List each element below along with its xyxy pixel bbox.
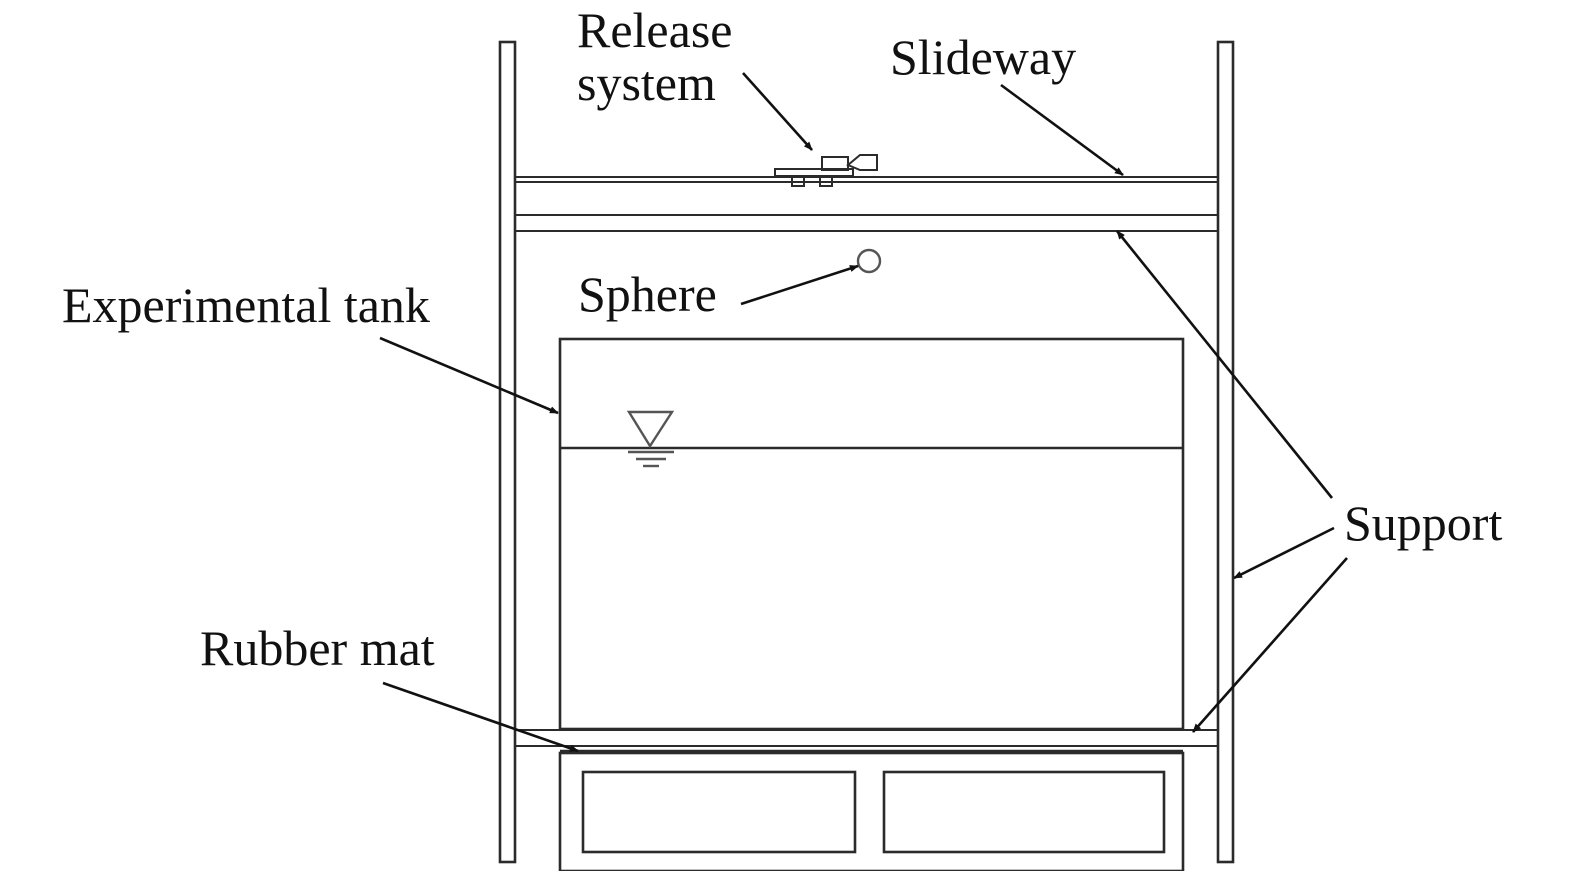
sphere-arrow (740, 264, 859, 306)
lower-support-beam (515, 729, 1218, 747)
label-sphere: Sphere (578, 266, 717, 322)
label-release-line1: Release (577, 2, 732, 58)
label-rubber-mat: Rubber mat (200, 620, 435, 676)
label-slideway: Slideway (890, 29, 1076, 85)
base-frame (558, 751, 1185, 871)
sphere (856, 248, 882, 274)
release-system-mechanism (774, 154, 878, 187)
slideway-arrow (1000, 83, 1124, 177)
left-support-post (498, 40, 517, 864)
experimental-tank-arrow (379, 336, 559, 415)
label-support: Support (1344, 495, 1502, 551)
water-level-symbol (626, 410, 675, 468)
label-experimental-tank: Experimental tank (62, 277, 430, 333)
release-system-arrow (742, 72, 813, 151)
support-arrow-right-post (1233, 526, 1335, 580)
slideway-rail (515, 176, 1218, 183)
support-arrow-upper-beam (1115, 230, 1334, 499)
rubber-mat-arrow (382, 681, 579, 753)
right-support-post (1216, 40, 1235, 864)
label-release-line2: system (577, 55, 716, 111)
support-arrow-lower-beam (1192, 557, 1348, 733)
experimental-tank (558, 337, 1185, 731)
upper-support-beam (515, 214, 1218, 232)
